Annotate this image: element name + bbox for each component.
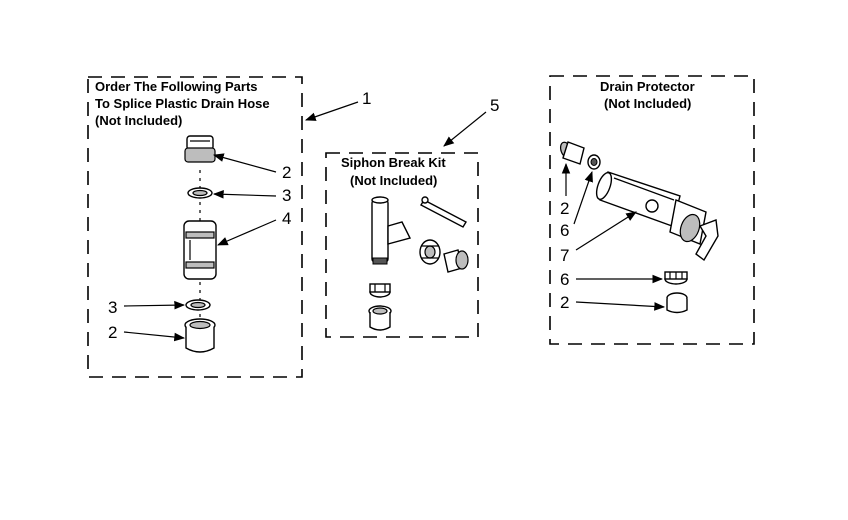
splice-parts-frame <box>87 76 303 378</box>
label-drain-part-2-bottom: 2 <box>560 293 569 312</box>
drain-cap-bottom <box>666 292 688 314</box>
splice-parts-group: Order The Following Parts To Splice Plas… <box>87 76 371 378</box>
hose-connector-top <box>184 135 216 163</box>
hose-clamp-bottom <box>185 299 211 311</box>
label-part-4: 4 <box>282 209 291 228</box>
drain-title-line1: Drain Protector <box>600 79 695 94</box>
siphon-nut <box>419 239 441 265</box>
callout-1: 1 <box>362 89 371 108</box>
siphon-connector <box>443 249 469 273</box>
label-drain-part-7: 7 <box>560 246 569 265</box>
label-drain-part-6-bottom: 6 <box>560 270 569 289</box>
label-part-2-top: 2 <box>282 163 291 182</box>
drain-ring-bottom <box>664 271 688 285</box>
label-part-2-bottom: 2 <box>108 323 117 342</box>
splice-title-line2: To Splice Plastic Drain Hose <box>95 96 270 111</box>
siphon-cap <box>368 305 392 331</box>
siphon-break-frame <box>325 152 479 338</box>
splice-title-line1: Order The Following Parts <box>95 79 258 94</box>
hose-connector-bottom <box>184 318 216 353</box>
callout-5: 5 <box>490 96 499 115</box>
label-part-3-top: 3 <box>282 186 291 205</box>
drain-cap-top <box>559 141 585 165</box>
drain-protector-frame <box>549 75 755 345</box>
label-drain-part-6-top: 6 <box>560 221 569 240</box>
siphon-tee-fitting <box>371 196 412 265</box>
drain-protector-group: Drain Protector (Not Included) <box>549 75 755 345</box>
drain-ring-top <box>587 154 601 170</box>
siphon-title-line2: (Not Included) <box>350 173 437 188</box>
siphon-small-nut <box>369 283 391 298</box>
siphon-break-kit-group: Siphon Break Kit (Not Included) 5 <box>325 96 499 338</box>
hose-coupler <box>183 220 217 280</box>
splice-title-line3: (Not Included) <box>95 113 182 128</box>
siphon-title-line1: Siphon Break Kit <box>341 155 446 170</box>
siphon-tie-strap <box>420 196 467 228</box>
label-drain-part-2-top: 2 <box>560 199 569 218</box>
label-part-3-bottom: 3 <box>108 298 117 317</box>
hose-clamp-top <box>187 187 213 199</box>
drain-protector-body <box>595 171 719 262</box>
drain-title-line2: (Not Included) <box>604 96 691 111</box>
